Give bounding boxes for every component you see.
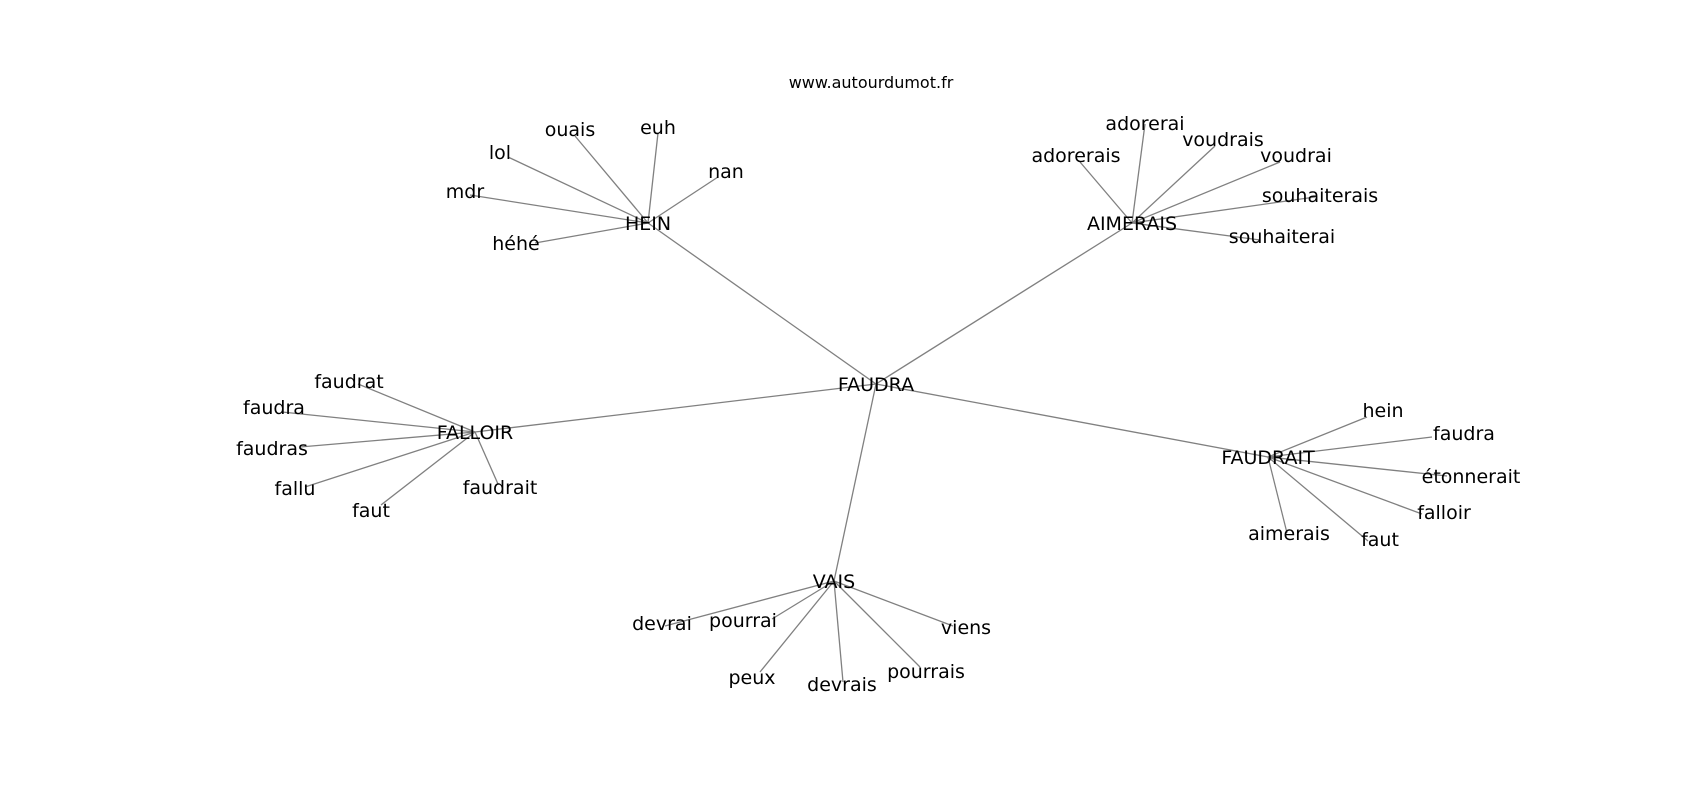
leaf-node-label: devrais [807,674,877,696]
edge-falloir-leaf [357,383,476,433]
edge-faudrait-leaf [1267,416,1368,458]
edge-falloir-leaf [380,431,476,506]
leaf-node-label: ouais [545,119,596,141]
edge-faudrait-leaf [1267,456,1423,515]
hub-node-label: FAUDRAIT [1221,447,1315,469]
edge-vais-leaf [759,580,835,673]
edge-hein-leaf [574,135,649,224]
edge-vais-leaf [664,580,835,627]
leaf-node-label: faudrat [314,371,383,393]
edge-root-to-aimerais [875,222,1133,385]
edge-falloir-leaf [281,411,476,433]
leaf-node-label: aimerais [1248,523,1330,545]
graph-edges [281,123,1448,683]
leaf-node-label: fallu [275,478,316,500]
edge-vais-leaf [833,580,954,627]
edge-hein-leaf [647,176,719,224]
leaf-node-label: pourrai [709,610,777,632]
edge-aimerais-leaf [1131,196,1316,224]
leaf-node-label: souhaiterais [1262,185,1378,207]
leaf-node-label: hein [1362,400,1403,422]
edge-falloir-leaf [474,431,499,485]
leaf-node-label: peux [728,667,775,689]
edge-faudrait-leaf [1267,456,1369,542]
leaf-node-label: adorerai [1105,113,1184,135]
leaf-node-label: étonnerait [1422,466,1521,488]
edge-root-to-faudrait [875,383,1269,458]
hub-node-label: AIMERAIS [1087,213,1177,235]
leaf-node-label: voudrai [1260,145,1332,167]
leaf-node-label: adorerais [1031,145,1120,167]
edge-root-to-falloir [474,383,877,433]
edge-hein-leaf [647,132,659,224]
edge-hein-leaf [469,194,649,224]
leaf-node-label: voudrais [1182,129,1264,151]
edge-aimerais-leaf [1131,161,1281,224]
edge-falloir-leaf [304,431,476,488]
leaf-node-label: devrai [632,613,692,635]
leaf-node-label: faudrait [463,477,538,499]
leaf-node-label: faut [352,500,390,522]
root-node-label: FAUDRA [838,374,914,396]
hub-node-label: VAIS [813,571,855,593]
edge-faudrait-leaf [1267,456,1288,534]
edge-vais-leaf [771,580,835,620]
edge-aimerais-leaf [1131,145,1216,224]
leaf-node-label: pourrais [887,661,965,683]
edge-faudrait-leaf [1267,456,1448,477]
edge-root-to-vais [833,383,877,582]
leaf-node-label: nan [708,161,744,183]
edge-vais-leaf [833,580,921,668]
hub-node-label: FALLOIR [437,422,513,444]
leaf-node-label: mdr [446,181,485,203]
leaf-node-label: faudra [243,397,305,419]
leaf-node-label: souhaiterai [1229,226,1335,248]
leaf-node-label: faudra [1433,423,1495,445]
leaf-node-label: falloir [1417,502,1471,524]
source-url: www.autourdumot.fr [789,73,954,92]
edge-hein-leaf [534,222,649,244]
leaf-node-label: faut [1361,529,1399,551]
leaf-node-label: héhé [492,233,539,255]
graph-labels: FAUDRA HEIN ouais euh lol nan mdr héhé AIMERAIS a… [236,113,1520,696]
edge-hein-leaf [507,156,649,224]
edge-aimerais-leaf [1131,222,1261,241]
leaf-node-label: viens [941,617,991,639]
leaf-node-label: euh [640,117,676,139]
hub-node-label: HEIN [625,213,671,235]
edge-root-to-hein [647,222,877,385]
leaf-node-label: lol [489,142,511,164]
edge-aimerais-leaf [1131,123,1146,224]
edge-vais-leaf [833,580,844,683]
edge-falloir-leaf [299,431,476,448]
leaf-node-label: faudras [236,438,308,460]
edge-faudrait-leaf [1267,436,1433,458]
edge-aimerais-leaf [1079,161,1133,224]
